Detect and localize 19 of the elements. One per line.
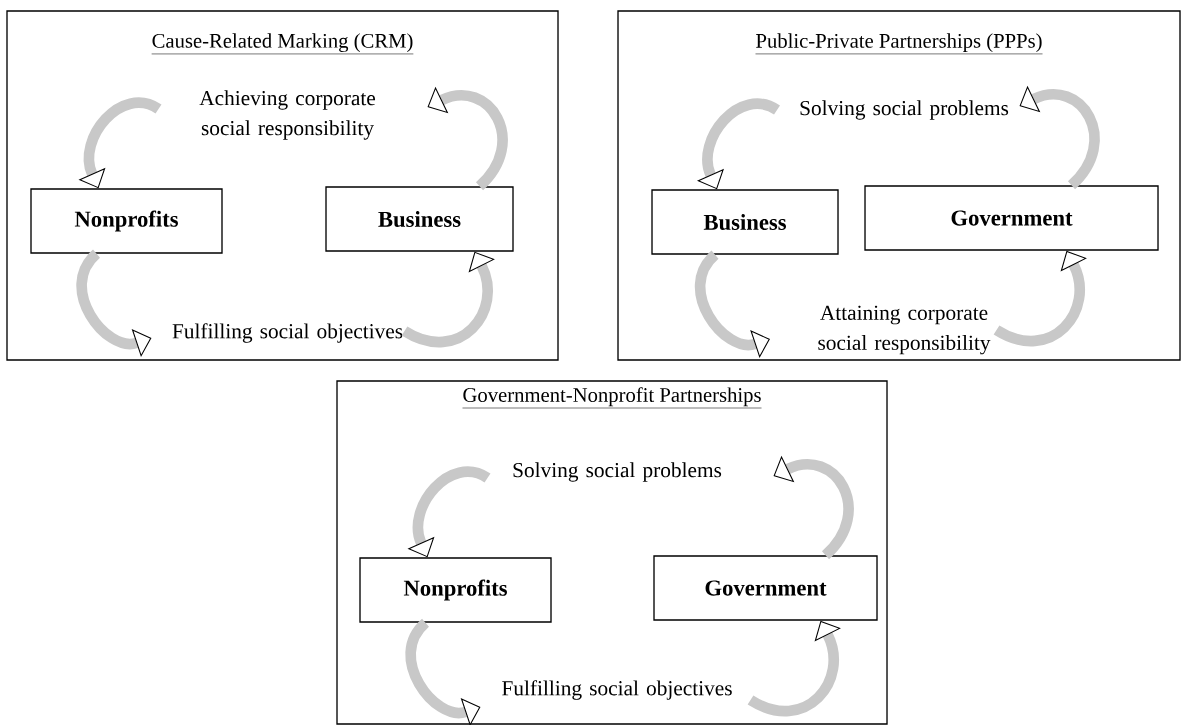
panel-title: Government-Nonprofit Partnerships <box>462 387 762 409</box>
entity-box: Business <box>325 186 514 252</box>
caption-text: Achieving corporate social responsibility <box>199 90 376 140</box>
curved-arrow <box>402 251 495 348</box>
curved-arrow <box>994 250 1087 347</box>
curved-arrow <box>697 98 780 190</box>
caption-text: Solving social problems <box>800 100 1009 120</box>
curved-arrow <box>748 620 841 717</box>
entity-box: Government <box>653 555 878 621</box>
caption-text: Solving social problems <box>513 462 722 482</box>
caption-text: Fulfilling social objectives <box>502 680 732 700</box>
entity-box: Nonprofits <box>30 188 223 254</box>
panel-title: Cause-Related Marking (CRM) <box>151 33 414 55</box>
caption-text: Fulfilling social objectives <box>172 323 403 343</box>
entity-box: Nonprofits <box>359 557 552 623</box>
caption-text: Attaining corporate social responsibility <box>818 305 991 355</box>
entity-box: Government <box>864 185 1159 251</box>
entity-box: Business <box>651 189 839 255</box>
panel-title: Public-Private Partnerships (PPPs) <box>755 33 1043 55</box>
